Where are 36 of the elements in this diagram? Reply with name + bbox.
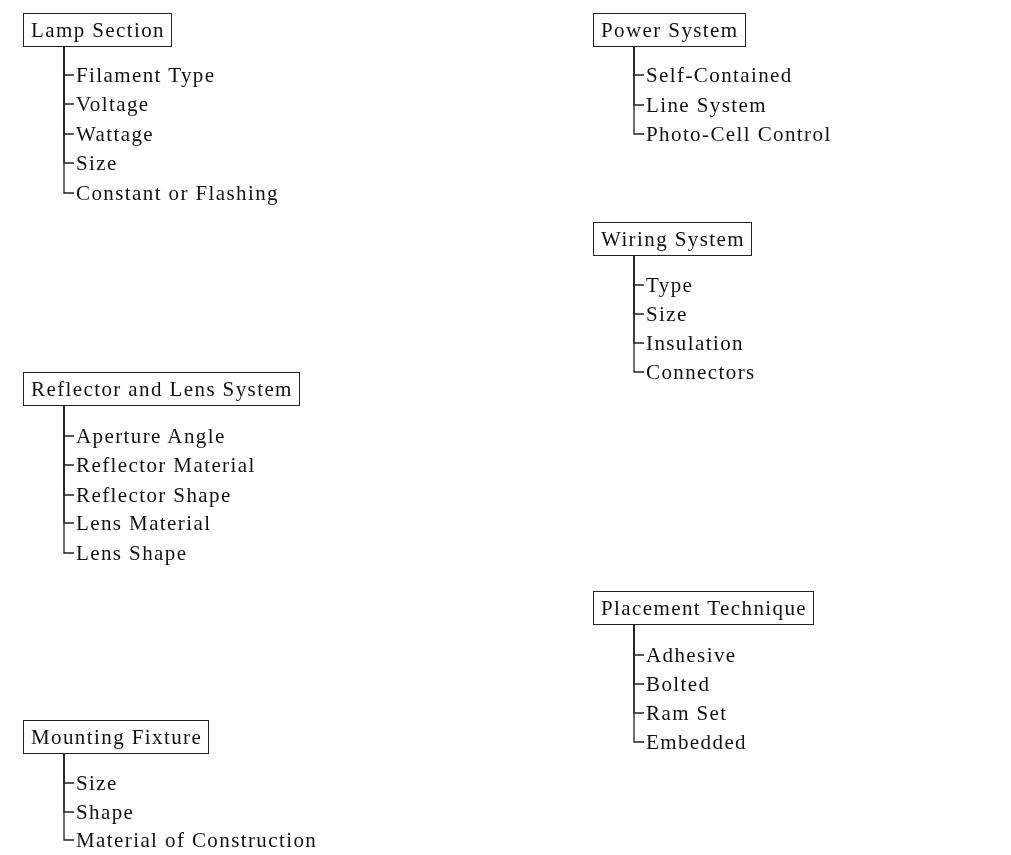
item-label: Wattage: [76, 121, 155, 147]
item-label: Aperture Angle: [76, 423, 226, 449]
tree-connector: [633, 255, 645, 373]
item-label: Material of Construction: [76, 827, 318, 853]
tree-connector: [633, 46, 645, 135]
item-label: Lens Shape: [76, 540, 188, 566]
item-label: Ram Set: [646, 700, 728, 726]
category-box: Power System: [593, 13, 746, 47]
item-label: Filament Type: [76, 62, 216, 88]
tree-connector: [63, 753, 75, 841]
item-label: Voltage: [76, 91, 150, 117]
category-box: Mounting Fixture: [23, 720, 210, 754]
item-label: Adhesive: [646, 642, 737, 668]
item-label: Reflector Material: [76, 452, 256, 478]
tree-connector: [633, 624, 645, 743]
item-label: Type: [646, 272, 694, 298]
item-label: Photo-Cell Control: [646, 121, 832, 147]
item-label: Size: [646, 301, 688, 327]
tree-connector: [63, 46, 75, 194]
item-label: Connectors: [646, 359, 756, 385]
item-label: Reflector Shape: [76, 482, 232, 508]
item-label: Insulation: [646, 330, 744, 356]
category-box: Wiring System: [593, 222, 752, 256]
item-label: Shape: [76, 799, 135, 825]
item-label: Size: [76, 150, 118, 176]
category-box: Reflector and Lens System: [23, 372, 300, 406]
item-label: Bolted: [646, 671, 711, 697]
item-label: Constant or Flashing: [76, 180, 279, 206]
item-label: Embedded: [646, 729, 747, 755]
item-label: Line System: [646, 92, 767, 118]
item-label: Lens Material: [76, 510, 212, 536]
category-box: Placement Technique: [593, 591, 815, 625]
item-label: Self-Contained: [646, 62, 793, 88]
tree-connector: [63, 405, 75, 554]
category-box: Lamp Section: [23, 13, 173, 47]
item-label: Size: [76, 770, 118, 796]
